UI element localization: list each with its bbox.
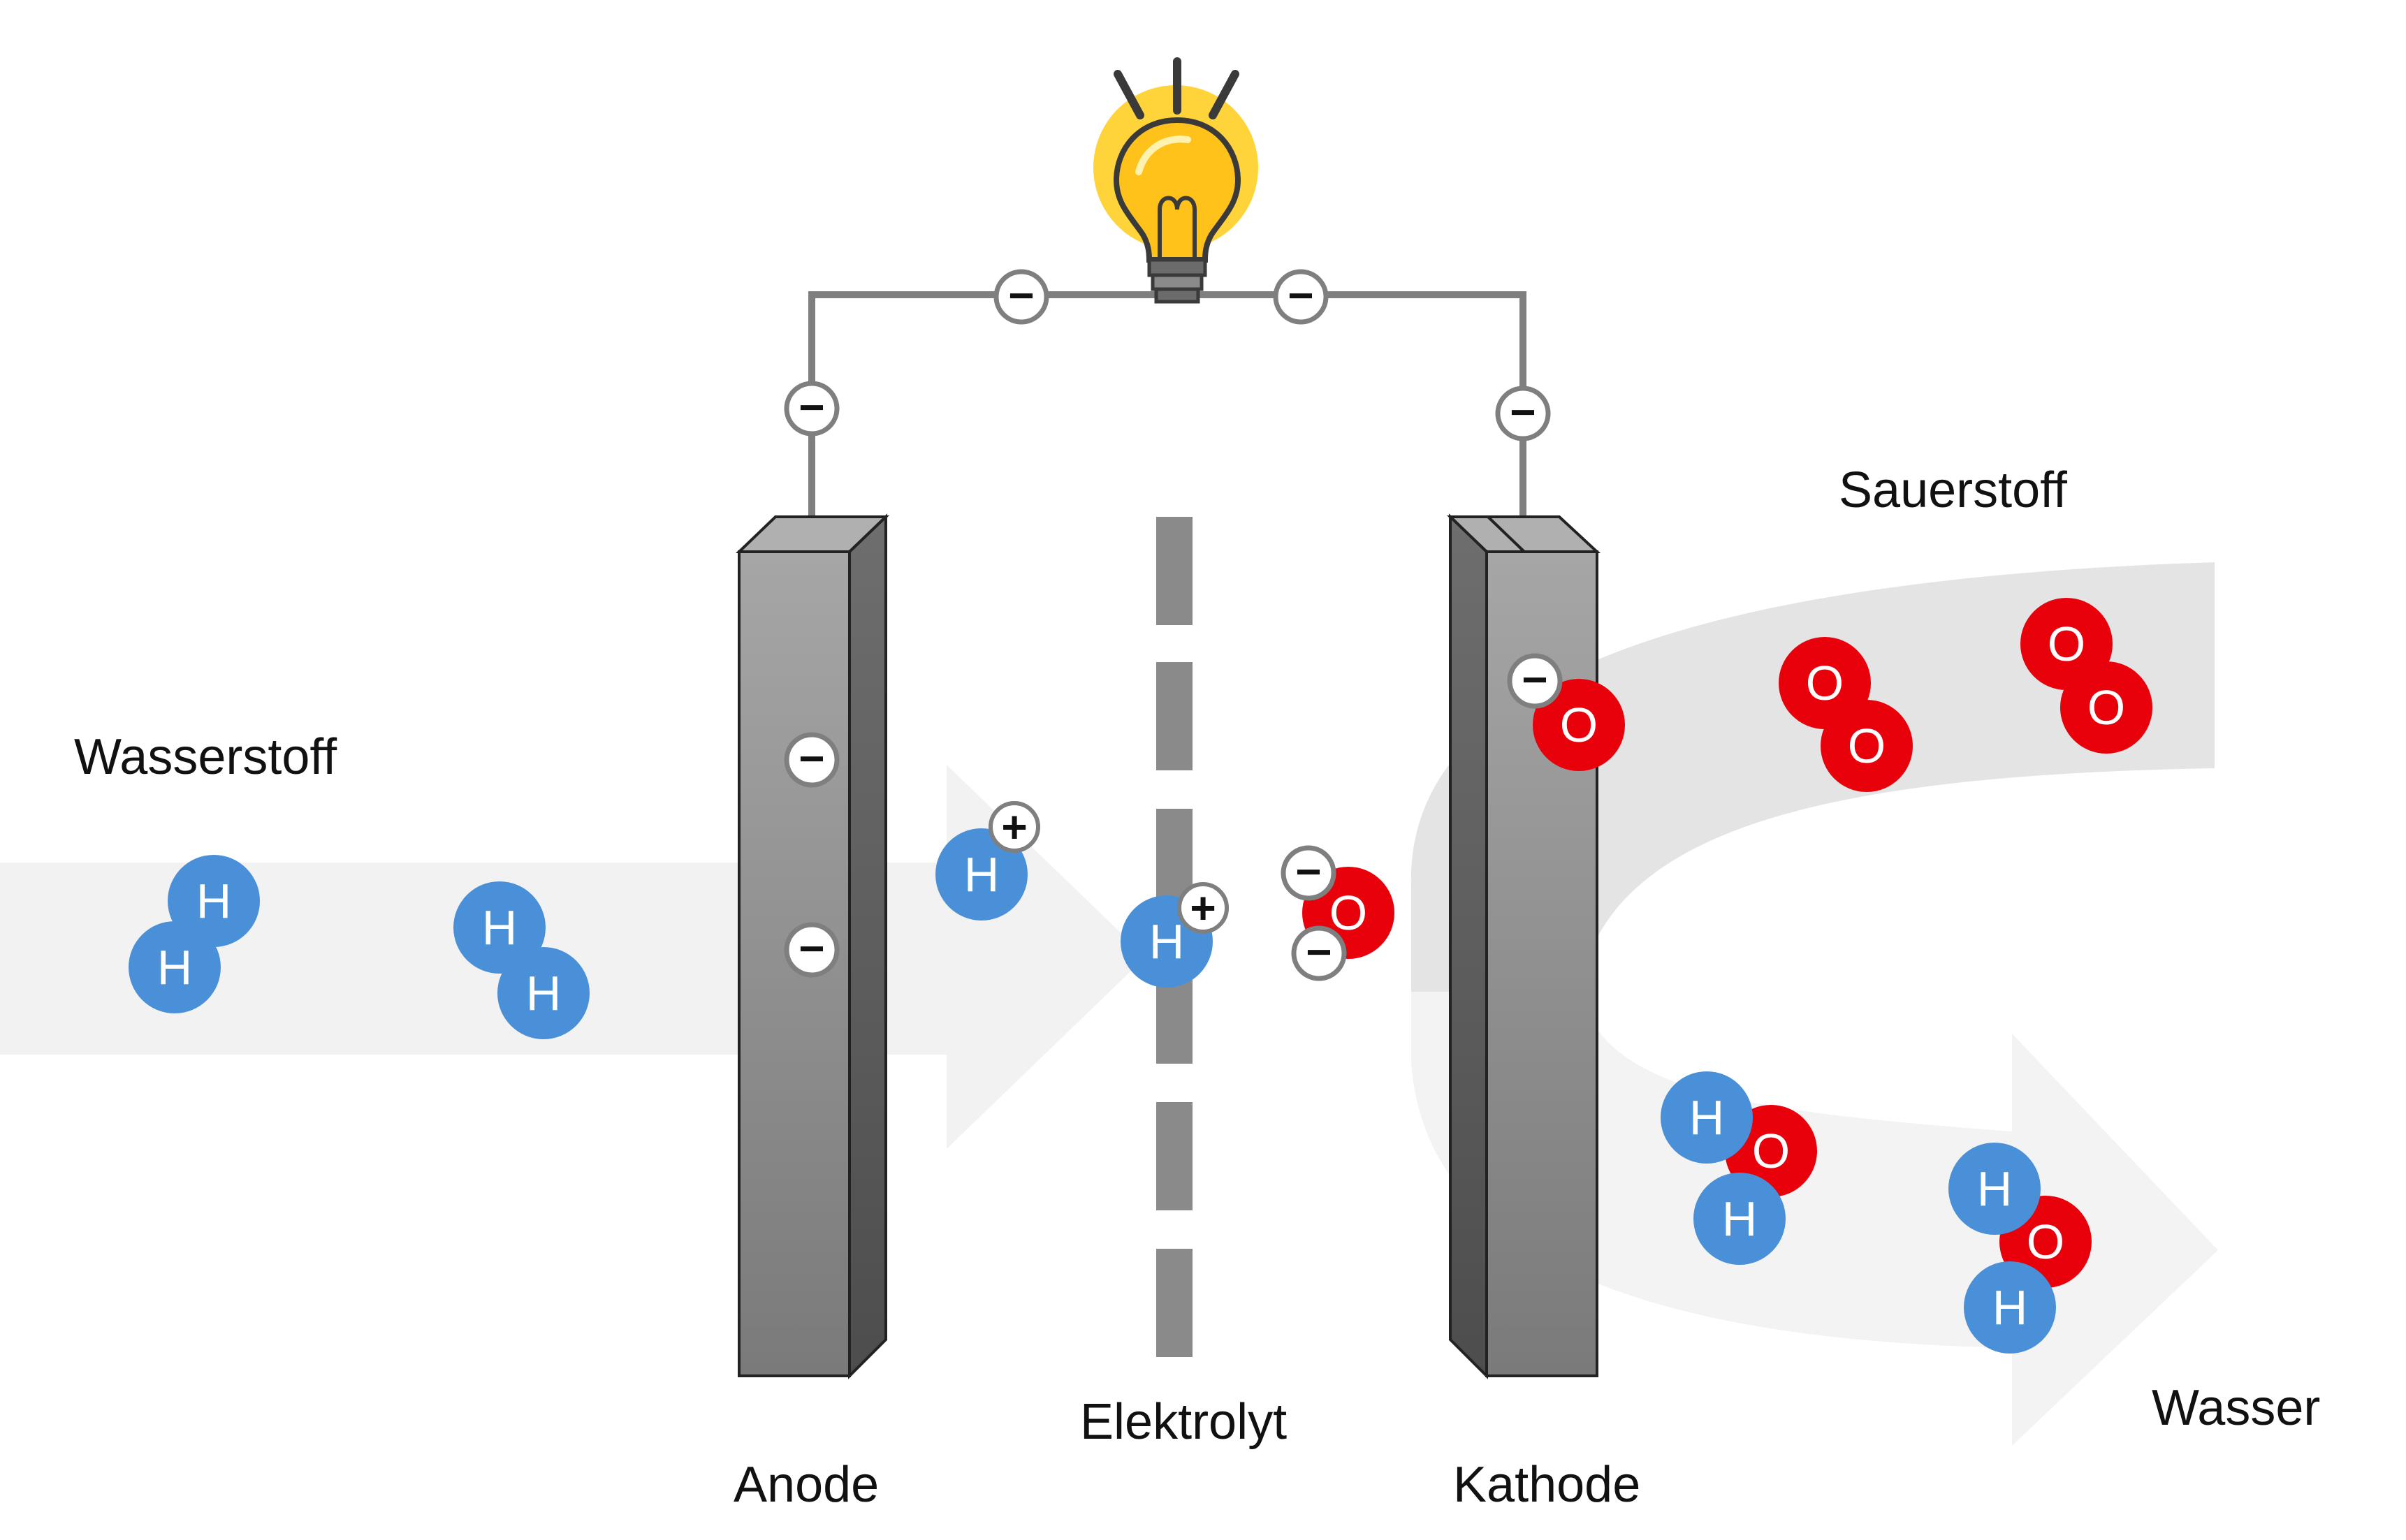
svg-text:−: − <box>1522 654 1547 705</box>
svg-text:H: H <box>1992 1280 2028 1335</box>
water-molecule: O H H <box>1661 1071 1817 1265</box>
label-elektrolyt: Elektrolyt <box>1080 1394 1287 1450</box>
hydrogen-atom: H <box>935 828 1028 921</box>
svg-text:O: O <box>2027 1215 2064 1269</box>
oxygen-with-electron: O − <box>1507 653 1625 771</box>
svg-text:O: O <box>1806 656 1844 710</box>
svg-text:O: O <box>2087 680 2125 735</box>
hydrogen-atom: H <box>129 921 221 1013</box>
svg-text:−: − <box>1295 846 1321 897</box>
label-wasserstoff: Wasserstoff <box>74 729 337 785</box>
oxygen-atom: O <box>1821 700 1913 792</box>
svg-text:O: O <box>1848 719 1886 773</box>
electron: − <box>1291 925 1347 981</box>
hydrogen-atom: H <box>497 947 590 1039</box>
svg-text:−: − <box>799 382 824 432</box>
svg-text:H: H <box>196 874 232 928</box>
electron: − <box>784 922 840 978</box>
svg-text:−: − <box>1306 927 1332 977</box>
label-sauerstoff: Sauerstoff <box>1839 462 2068 518</box>
external-circuit-wire <box>808 291 1526 538</box>
hydrogen-molecule: H H <box>453 881 590 1039</box>
label-anode: Anode <box>734 1457 879 1513</box>
proton: H + <box>935 801 1040 921</box>
hydrogen-atom: H <box>1948 1143 2041 1235</box>
oxygen-molecule: O O <box>1779 637 1913 792</box>
label-wasser: Wasser <box>2152 1380 2320 1436</box>
electron: − <box>993 269 1049 325</box>
oxygen-atom: O <box>2060 661 2152 754</box>
svg-text:H: H <box>1689 1090 1725 1145</box>
svg-text:O: O <box>1752 1124 1790 1178</box>
proton: H + <box>1121 882 1229 988</box>
svg-text:H: H <box>964 847 1000 902</box>
electron: − <box>1507 653 1563 709</box>
svg-text:O: O <box>1329 886 1367 940</box>
electron: − <box>1273 269 1329 325</box>
hydrogen-molecule: H H <box>129 855 260 1013</box>
svg-text:−: − <box>799 923 824 974</box>
electron-markers: − − − − − − <box>784 269 1551 978</box>
svg-text:H: H <box>1149 914 1185 969</box>
water-molecule: O H H <box>1948 1143 2092 1354</box>
hydrogen-atom: H <box>1693 1173 1786 1265</box>
positive-charge: + <box>1177 882 1229 934</box>
svg-text:H: H <box>482 900 518 955</box>
svg-text:+: + <box>1190 883 1216 933</box>
electron: − <box>1495 386 1551 441</box>
hydrogen-atom: H <box>453 881 546 974</box>
light-bulb-icon <box>1093 57 1258 304</box>
label-kathode: Kathode <box>1453 1457 1640 1513</box>
kathode-electrode <box>1447 513 1601 1379</box>
svg-text:+: + <box>1001 802 1027 852</box>
electron: − <box>784 732 840 788</box>
svg-text:H: H <box>526 966 562 1020</box>
svg-text:O: O <box>1560 698 1598 752</box>
svg-text:O: O <box>2048 617 2085 671</box>
svg-text:H: H <box>1722 1191 1758 1246</box>
svg-text:−: − <box>1510 387 1536 437</box>
svg-text:−: − <box>1288 270 1313 321</box>
hydrogen-atom: H <box>168 855 260 947</box>
oxygen-flow-band <box>1410 562 2215 992</box>
oxygen-atom: O <box>1533 679 1625 771</box>
svg-text:−: − <box>799 733 824 784</box>
svg-text:−: − <box>1008 270 1034 321</box>
svg-text:H: H <box>1977 1161 2013 1216</box>
positive-charge: + <box>989 801 1040 853</box>
oxide-ion: O − − <box>1281 845 1394 981</box>
electron: − <box>784 381 840 437</box>
oxygen-molecule: O O <box>2020 598 2152 754</box>
hydrogen-atom: H <box>1964 1261 2056 1354</box>
electron: − <box>1281 845 1336 901</box>
hydrogen-atom: H <box>1661 1071 1753 1164</box>
svg-text:H: H <box>157 940 193 995</box>
